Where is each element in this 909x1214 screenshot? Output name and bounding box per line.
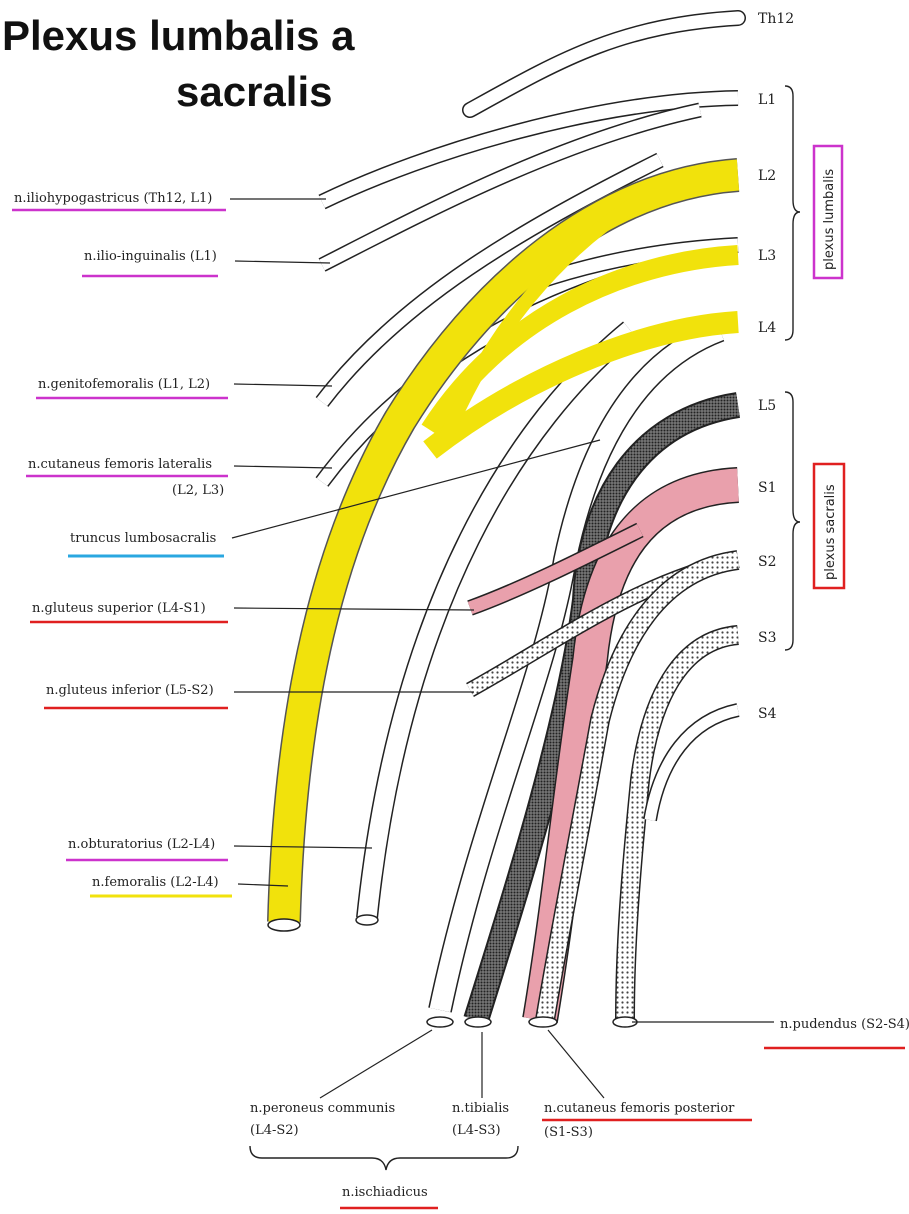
label-cutaneus-lateralis-2: (L2, L3) xyxy=(172,483,224,498)
label-ischiadicus: n.ischiadicus xyxy=(342,1185,428,1200)
label-pudendus: n.pudendus (S2-S4) xyxy=(780,1017,909,1032)
label-tibialis-1: n.tibialis xyxy=(452,1101,509,1116)
root-label-th12: Th12 xyxy=(758,11,794,27)
bottom-labels: n.pudendus (S2-S4) n.peroneus communis (… xyxy=(250,1017,909,1208)
brace-lumbalis xyxy=(785,86,800,340)
label-tibialis-2: (L4-S3) xyxy=(452,1123,501,1138)
label-truncus-lumbosacralis: truncus lumbosacralis xyxy=(70,531,216,546)
label-genitofemoralis: n.genitofemoralis (L1, L2) xyxy=(38,377,210,392)
label-femoralis: n.femoralis (L2-L4) xyxy=(92,875,219,890)
group-label-sacralis: plexus sacralis xyxy=(823,484,838,580)
label-iliohypogastricus: n.iliohypogastricus (Th12, L1) xyxy=(14,191,212,206)
brace-ischiadicus xyxy=(250,1146,518,1170)
label-cutaneus-posterior-2: (S1-S3) xyxy=(544,1125,593,1140)
plexus-braces: plexus lumbalis plexus sacralis xyxy=(785,86,844,650)
root-label-l5: L5 xyxy=(758,398,776,414)
root-label-s3: S3 xyxy=(758,630,777,646)
root-label-s2: S2 xyxy=(758,554,777,570)
label-gluteus-superior: n.gluteus superior (L4-S1) xyxy=(32,601,206,616)
pointer-peroneus xyxy=(320,1030,432,1098)
root-label-l2: L2 xyxy=(758,168,776,184)
pointer-truncus xyxy=(232,440,600,538)
label-gluteus-inferior: n.gluteus inferior (L5-S2) xyxy=(46,683,214,698)
root-label-l1: L1 xyxy=(758,92,776,108)
label-ilioinguinalis: n.ilio-inguinalis (L1) xyxy=(84,249,217,264)
pointer-cutaneus-lateralis xyxy=(234,466,332,468)
label-obturatorius: n.obturatorius (L2-L4) xyxy=(68,837,215,852)
pointer-genitofemoralis xyxy=(234,384,332,386)
pointer-ilioinguinalis xyxy=(235,261,330,263)
root-label-s1: S1 xyxy=(758,480,777,496)
label-cutaneus-posterior-1: n.cutaneus femoris posterior xyxy=(544,1101,735,1116)
label-peroneus-1: n.peroneus communis xyxy=(250,1101,395,1116)
root-label-l3: L3 xyxy=(758,248,776,264)
root-label-l4: L4 xyxy=(758,320,776,336)
root-label-s4: S4 xyxy=(758,706,777,722)
root-labels: Th12 L1 L2 L3 L4 L5 S1 S2 S3 S4 xyxy=(758,11,794,722)
label-cutaneus-lateralis-1: n.cutaneus femoris lateralis xyxy=(28,457,212,472)
pointer-cutaneus-posterior xyxy=(548,1030,604,1098)
label-peroneus-2: (L4-S2) xyxy=(250,1123,299,1138)
group-label-lumbalis: plexus lumbalis xyxy=(822,169,837,270)
brace-sacralis xyxy=(785,392,800,650)
